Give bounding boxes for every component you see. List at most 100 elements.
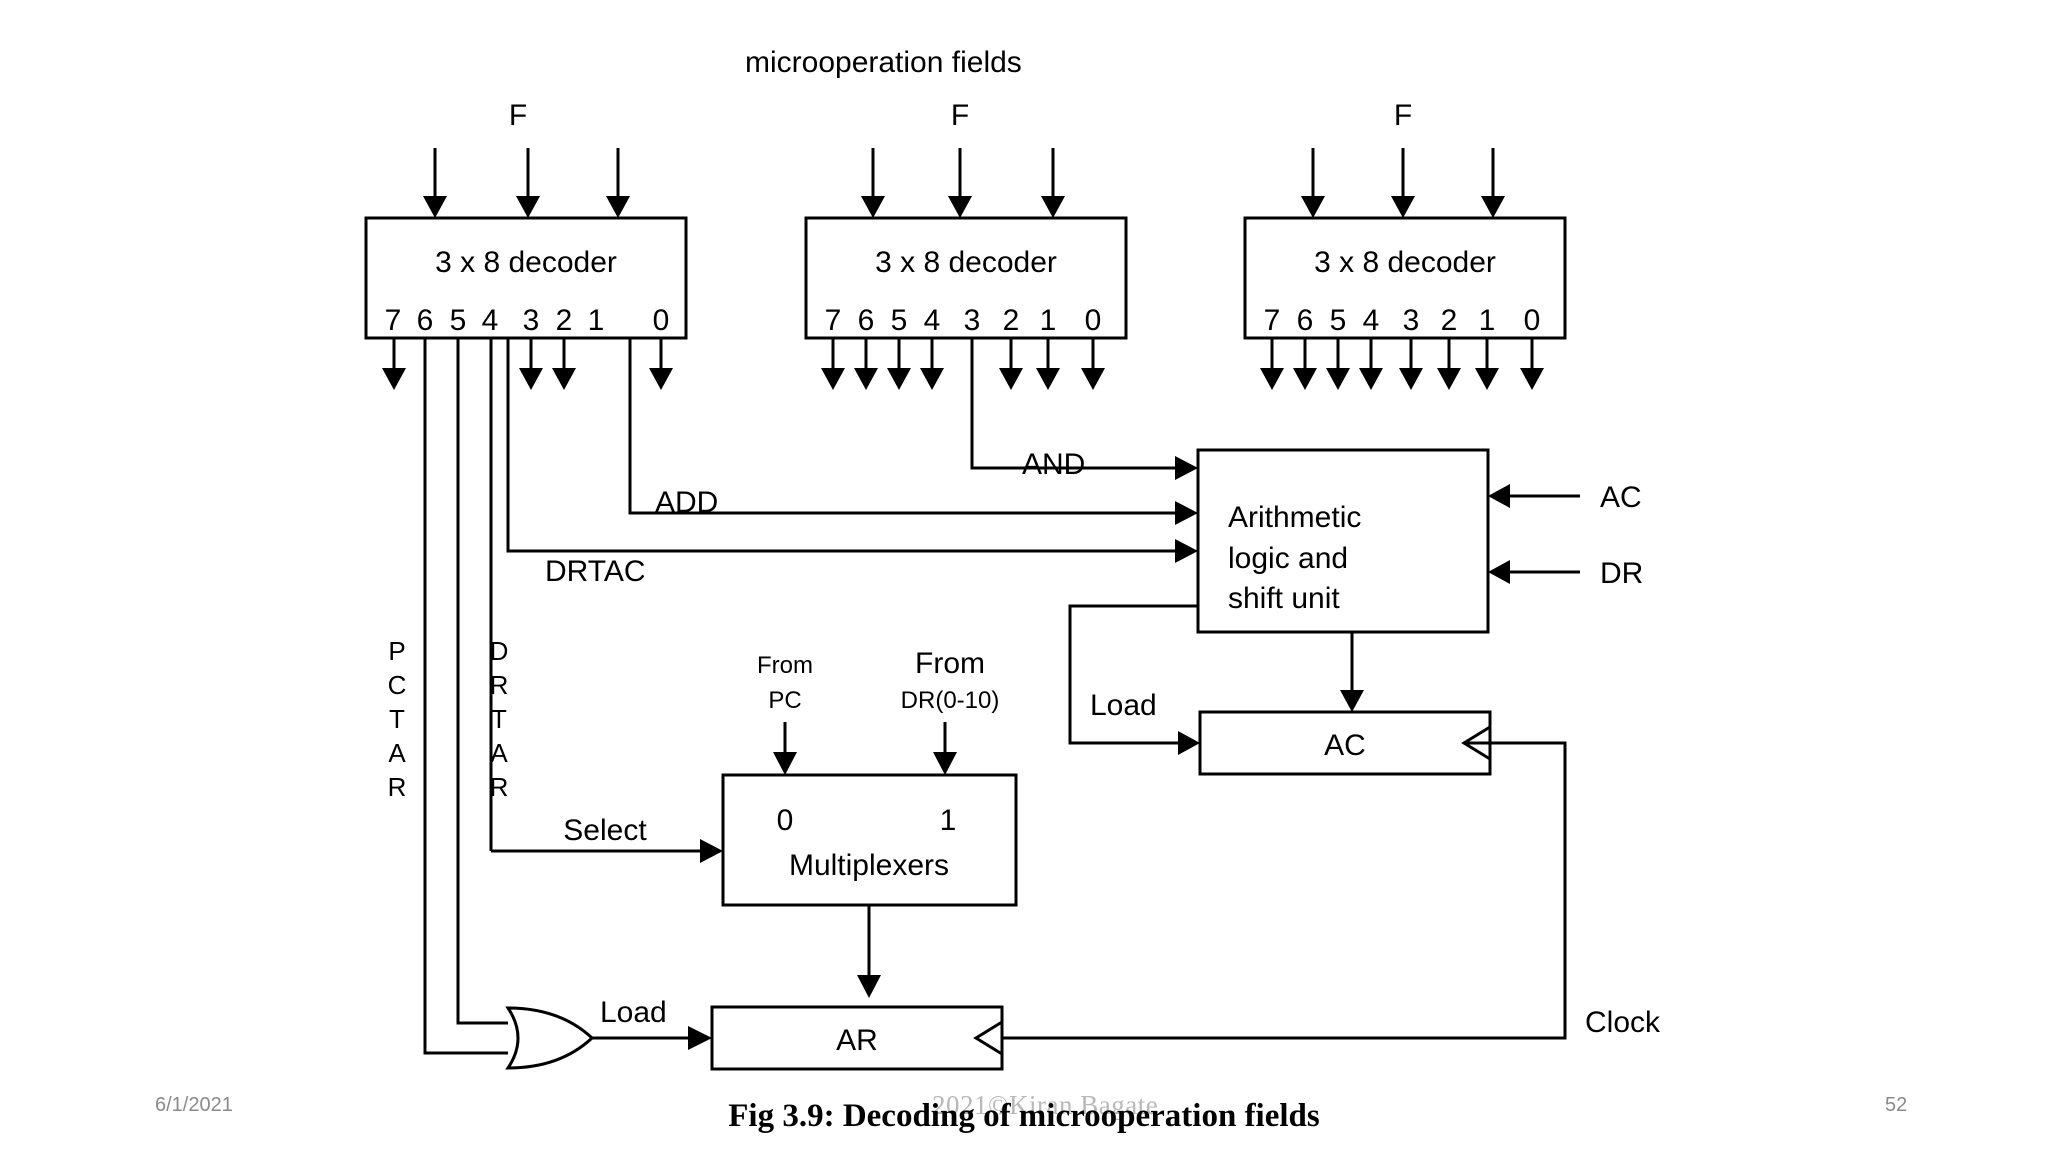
slide-date: 6/1/2021 <box>155 1094 233 1116</box>
decoder-2-digit-2: 2 <box>1003 304 1020 337</box>
mux-to-ar-route <box>857 905 881 998</box>
or-gate-icon <box>505 1006 595 1070</box>
decoder-1-box <box>364 216 688 340</box>
drtar-vertical-label: D R T A R <box>490 636 509 802</box>
decoder-1-output-2-line <box>552 338 576 390</box>
ac-register-label: AC <box>1324 729 1366 762</box>
decoder-3-digit-5: 5 <box>1330 304 1347 337</box>
mux-source0-line2: PC <box>768 687 801 714</box>
decoder-2-box <box>804 216 1128 340</box>
and-signal-route <box>970 338 1198 480</box>
drtar-letter-4: R <box>490 772 509 802</box>
drtar-letter-2: T <box>491 704 507 734</box>
load-ar-route <box>592 1026 712 1050</box>
ac-input-route <box>1488 484 1580 508</box>
decoder-2-digit-6: 6 <box>858 304 875 337</box>
decoder-1-output-0-line <box>649 338 673 390</box>
decoder-3-output-arrows <box>1260 338 1544 390</box>
pctar-letter-2: T <box>389 704 405 734</box>
drtar-letter-3: A <box>490 738 508 768</box>
decoder-1-group: F 3 x 8 decoder 7 6 5 4 3 2 1 0 <box>364 99 688 390</box>
ac-input-label: AC <box>1600 481 1642 514</box>
ar-register-label: AR <box>836 1024 878 1057</box>
alu-label-line3: shift unit <box>1228 582 1340 615</box>
decoder-3-output-digits: 7 6 5 4 3 2 1 0 <box>1264 304 1541 337</box>
alu-label-line1: Arithmetic <box>1228 501 1361 534</box>
decoder-3-digit-4: 4 <box>1363 304 1380 337</box>
decoder-3-digit-1: 1 <box>1479 304 1496 337</box>
mux-input1-label: 1 <box>940 804 957 837</box>
decoder-2-digit-0: 0 <box>1085 304 1102 337</box>
pctar-vertical-label: P C T A R <box>388 636 407 802</box>
add-signal-route <box>628 338 1198 525</box>
decoder-1-output-7-line <box>382 338 406 390</box>
decoder-2-input-label: F <box>951 99 969 132</box>
decoder-2-label: 3 x 8 decoder <box>875 246 1057 279</box>
mux-source0-line1: From <box>757 652 813 679</box>
select-signal-route <box>491 839 723 863</box>
slide-page-number: 52 <box>1885 1094 1908 1116</box>
decoder-3-box <box>1243 216 1567 340</box>
mux-input0-label: 0 <box>777 804 794 837</box>
decoder-3-group: F 3 x 8 decoder 7 6 5 4 3 2 1 0 <box>1243 99 1567 390</box>
load-ac-route <box>1068 604 1200 755</box>
drtar-bus-route-upper <box>456 338 508 1025</box>
alu-box <box>1196 448 1490 634</box>
decoder-2-digit-7: 7 <box>825 304 842 337</box>
drtar-letter-1: R <box>490 670 509 700</box>
drtac-signal-label: DRTAC <box>545 555 646 588</box>
drtac-signal-route <box>506 338 1198 563</box>
load-ar-label: Load <box>600 996 667 1029</box>
decoder-1-digit-2: 2 <box>556 304 573 337</box>
dr-input-label: DR <box>1600 557 1643 590</box>
decoder-3-digit-3: 3 <box>1403 304 1420 337</box>
pctar-letter-0: P <box>388 636 405 666</box>
decoder-3-digit-0: 0 <box>1524 304 1541 337</box>
decoder-1-digit-4: 4 <box>482 304 499 337</box>
mux-input1-arrow <box>933 722 957 775</box>
mux-title-label: Multiplexers <box>789 849 949 882</box>
decoder-3-digit-2: 2 <box>1441 304 1458 337</box>
and-signal-label: AND <box>1022 448 1085 481</box>
decoder-3-digit-6: 6 <box>1297 304 1314 337</box>
decoder-2-input-arrows <box>861 148 1065 218</box>
decoder-3-digit-7: 7 <box>1264 304 1281 337</box>
pctar-letter-1: C <box>388 670 407 700</box>
decoder-1-digit-3: 3 <box>523 304 540 337</box>
decoder-1-digit-6: 6 <box>417 304 434 337</box>
decoder-1-output-3-line <box>519 338 543 390</box>
decoder-3-input-arrows <box>1301 148 1505 218</box>
watermark-text: 2021©Kiran Bagate <box>932 1090 1159 1120</box>
slide-heading: microoperation fields <box>745 46 1022 79</box>
decoder-1-input-label: F <box>509 99 527 132</box>
clock-label: Clock <box>1585 1006 1661 1039</box>
mux-input0-arrow <box>773 722 797 775</box>
decoder-3-label: 3 x 8 decoder <box>1314 246 1496 279</box>
alu-label-line2: logic and <box>1228 542 1348 575</box>
ar-clock-notch-icon <box>973 1020 1003 1056</box>
clock-bus-route <box>1002 741 1567 1040</box>
decoder-1-digit-1: 1 <box>588 304 605 337</box>
load-ac-label: Load <box>1090 689 1157 722</box>
figure-caption: Fig 3.9: Decoding of microoperation fiel… <box>728 1098 1320 1134</box>
decoder-1-input-arrows <box>423 148 630 218</box>
decoder-2-output-digits: 7 6 5 4 3 2 1 0 <box>825 304 1102 337</box>
alu-to-ac-route <box>1340 632 1364 712</box>
mux-source1-line2: DR(0-10) <box>901 687 1000 714</box>
decoder-1-label: 3 x 8 decoder <box>435 246 617 279</box>
decoder-2-group: F 3 x 8 decoder 7 6 5 4 3 2 1 0 <box>804 99 1128 390</box>
decoder-2-digit-5: 5 <box>891 304 908 337</box>
add-signal-label: ADD <box>655 486 718 519</box>
decoder-2-output-arrows <box>821 338 1105 390</box>
pctar-letter-3: A <box>388 738 406 768</box>
decoder-3-input-label: F <box>1394 99 1412 132</box>
decoder-1-digit-5: 5 <box>450 304 467 337</box>
decoder-2-digit-3: 3 <box>964 304 981 337</box>
decoder-2-digit-1: 1 <box>1040 304 1057 337</box>
drtar-letter-0: D <box>490 636 509 666</box>
decoder-1-output-digits: 7 6 5 4 3 2 1 0 <box>385 304 670 337</box>
mux-source1-line1: From <box>915 647 985 680</box>
select-signal-label: Select <box>563 814 647 847</box>
